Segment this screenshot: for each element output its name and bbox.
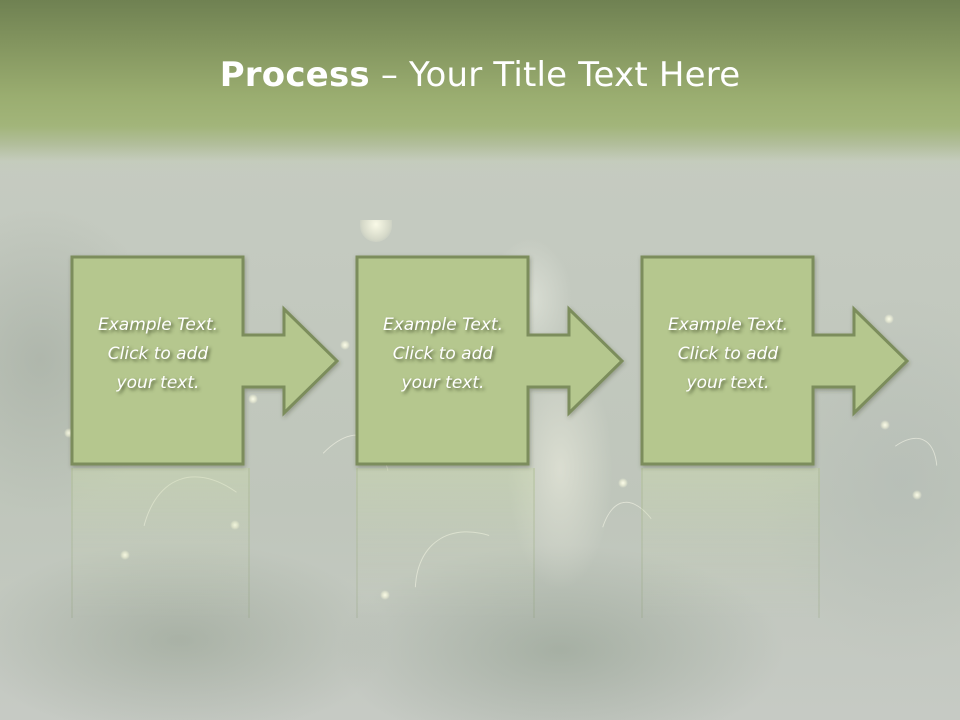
step-text-line: Example Text.: [382, 315, 504, 335]
box-arrow-callout-shape: [355, 255, 625, 466]
firefly-glow-decoration: [64, 428, 74, 438]
step-reflection: [641, 468, 820, 618]
firefly-glow-decoration: [880, 420, 890, 430]
process-step-1[interactable]: Example Text. Click to add your text.: [70, 255, 341, 618]
firefly-glow-decoration: [340, 340, 350, 350]
slide-title[interactable]: Process – Your Title Text Here: [0, 50, 960, 100]
title-bold-part: Process: [219, 55, 370, 95]
step-text-line: your text.: [116, 373, 200, 393]
moon-glow-decoration: [360, 220, 392, 242]
firefly-glow-decoration: [380, 590, 390, 600]
step-reflection: [71, 468, 250, 618]
step-text-line: Click to add: [392, 344, 494, 364]
box-arrow-callout-shape: [640, 255, 910, 466]
process-step-2[interactable]: Example Text. Click to add your text.: [355, 255, 626, 618]
step-text-line: Click to add: [107, 344, 209, 364]
title-band: [0, 0, 960, 175]
box-arrow-callout-shape: [70, 255, 340, 466]
title-rest-part: – Your Title Text Here: [369, 55, 741, 95]
step-text[interactable]: Example Text. Click to add your text.: [645, 311, 811, 398]
firefly-glow-decoration: [912, 490, 922, 500]
process-step-3[interactable]: Example Text. Click to add your text.: [640, 255, 911, 618]
step-text[interactable]: Example Text. Click to add your text.: [360, 311, 526, 398]
firefly-glow-decoration: [618, 478, 628, 488]
firefly-glow-decoration: [120, 550, 130, 560]
step-text-line: your text.: [401, 373, 485, 393]
firefly-glow-decoration: [884, 314, 894, 324]
step-text-line: Example Text.: [667, 315, 789, 335]
step-text-line: Click to add: [677, 344, 779, 364]
step-text[interactable]: Example Text. Click to add your text.: [75, 311, 241, 398]
step-reflection: [356, 468, 535, 618]
step-text-line: Example Text.: [97, 315, 219, 335]
firefly-glow-decoration: [248, 394, 258, 404]
firefly-glow-decoration: [230, 520, 240, 530]
step-text-line: your text.: [686, 373, 770, 393]
